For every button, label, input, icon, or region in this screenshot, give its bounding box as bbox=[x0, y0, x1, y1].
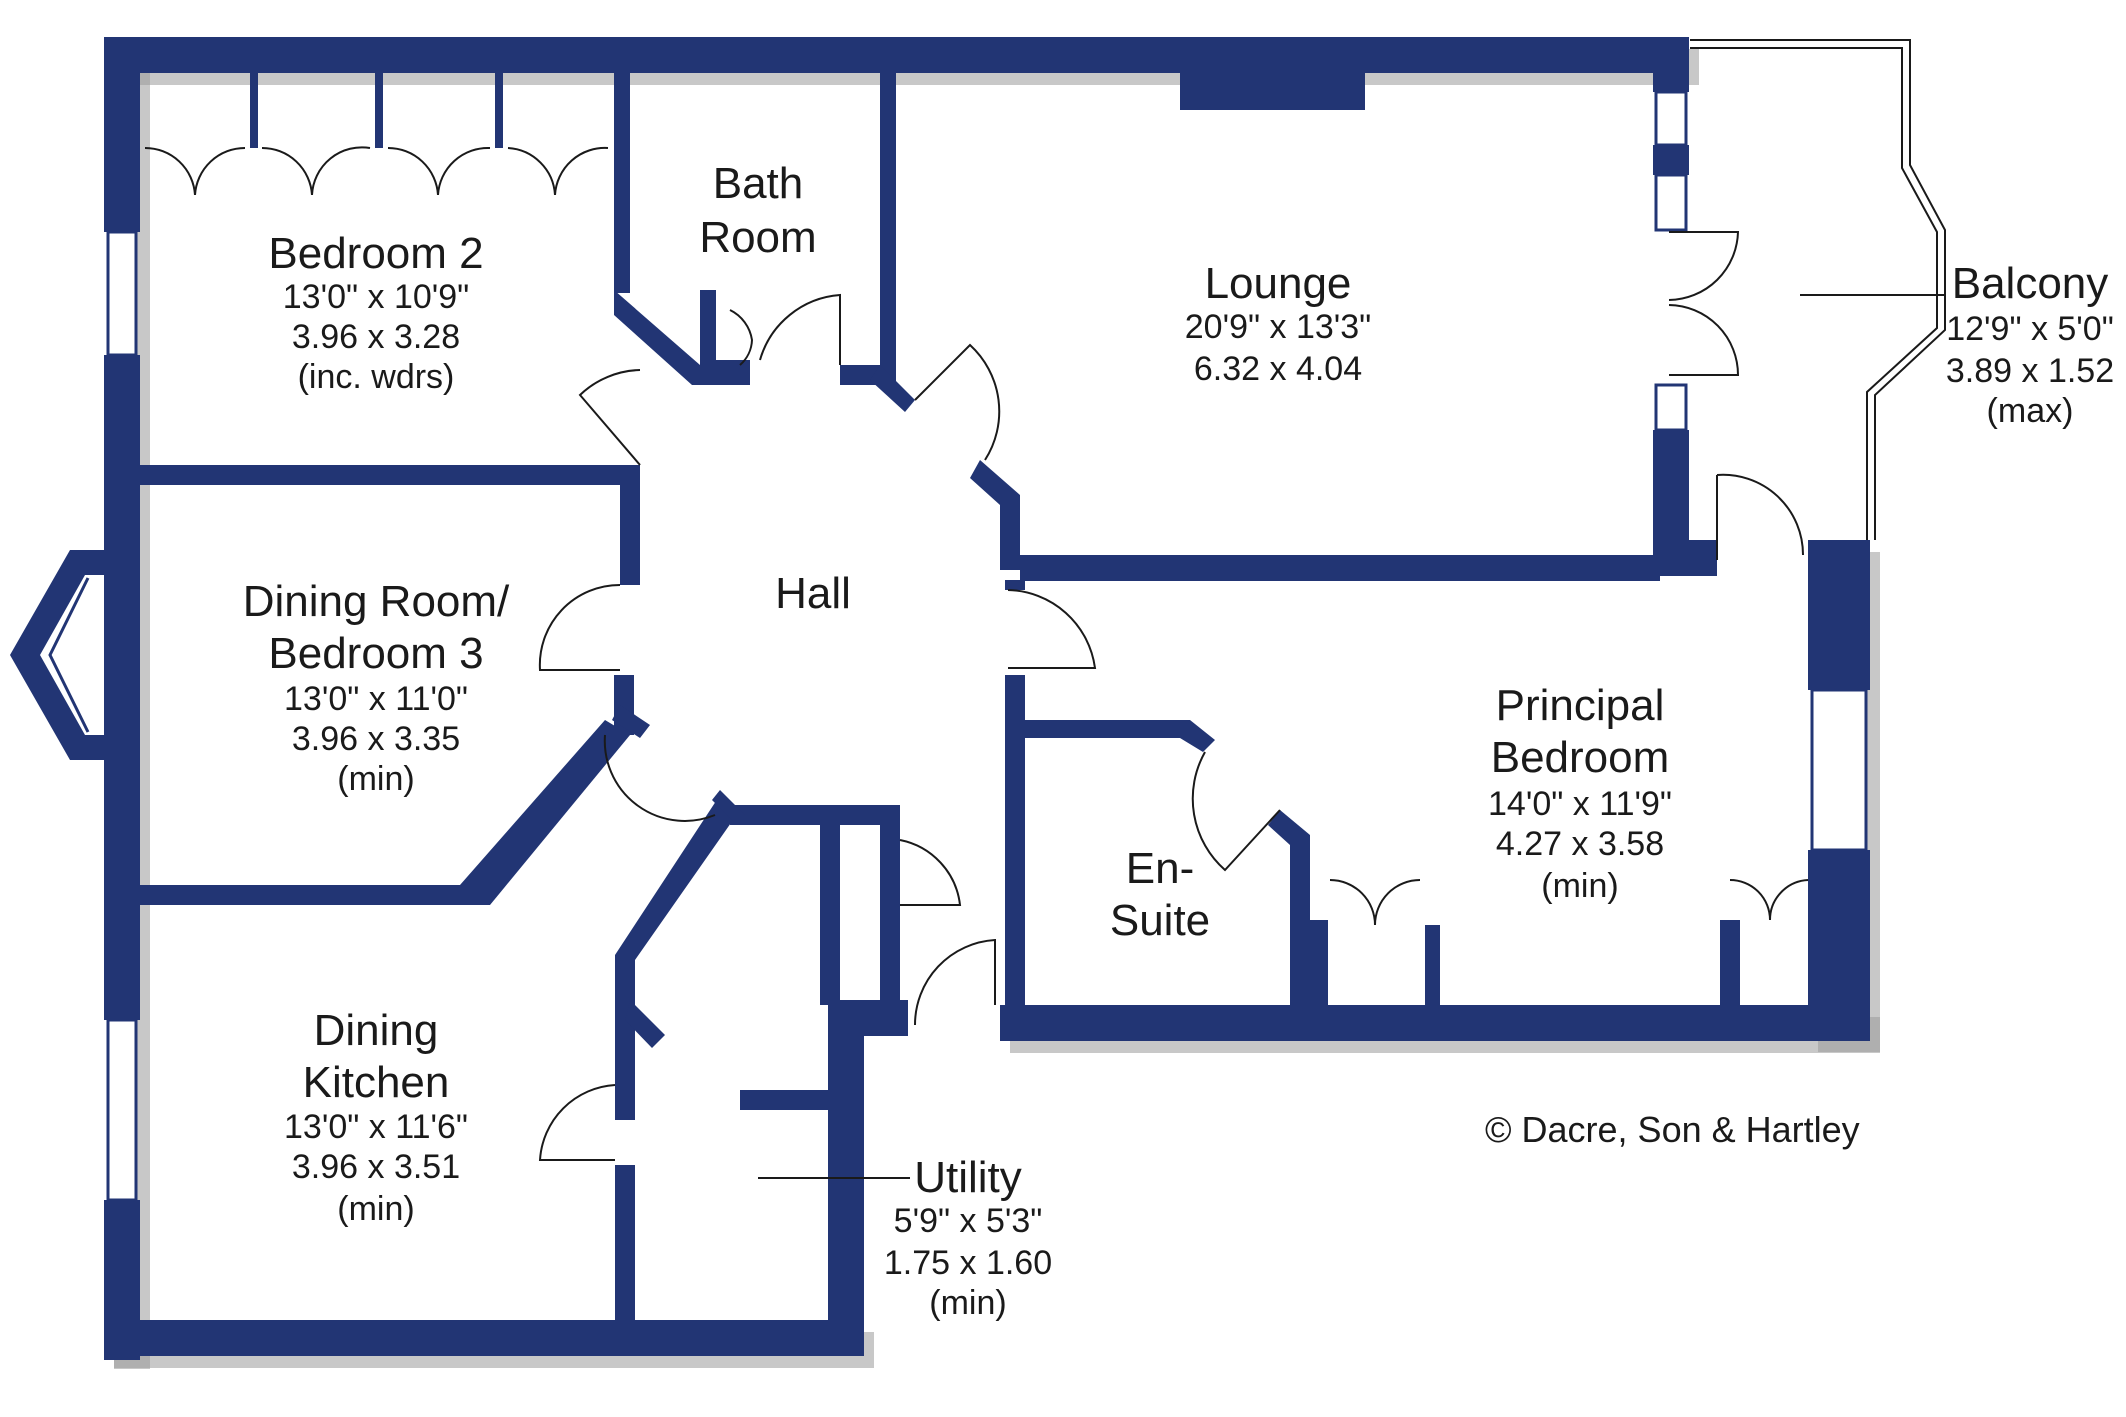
room-name-line2: Bedroom 3 bbox=[268, 629, 483, 678]
room-imperial: 12'9" x 5'0" bbox=[1946, 310, 2114, 348]
room-name-line1: Dining Room/ bbox=[243, 577, 510, 626]
room-name-line1: Principal bbox=[1496, 681, 1665, 730]
walls bbox=[10, 37, 1870, 1360]
room-note: (min) bbox=[929, 1284, 1006, 1322]
room-name-line1: Dining bbox=[314, 1006, 439, 1055]
room-balcony: Balcony 12'9" x 5'0" 3.89 x 1.52 (max) bbox=[1946, 259, 2114, 430]
room-imperial: 5'9" x 5'3" bbox=[894, 1202, 1043, 1240]
room-note: (max) bbox=[1987, 392, 2074, 430]
room-name-line2: Bedroom bbox=[1491, 733, 1670, 782]
room-imperial: 13'0" x 11'6" bbox=[284, 1108, 468, 1146]
room-name: Hall bbox=[775, 569, 851, 618]
room-metric: 1.75 x 1.60 bbox=[884, 1244, 1052, 1282]
room-ensuite: En- Suite bbox=[1110, 844, 1210, 945]
room-note: (min) bbox=[337, 760, 414, 798]
room-name: Lounge bbox=[1205, 259, 1352, 308]
door-swings bbox=[144, 146, 1809, 1161]
room-note: (inc. wdrs) bbox=[298, 358, 455, 396]
wardrobe-posts bbox=[250, 73, 622, 148]
room-note: (min) bbox=[337, 1190, 414, 1228]
room-hall: Hall bbox=[775, 569, 851, 618]
room-utility: Utility 5'9" x 5'3" 1.75 x 1.60 (min) bbox=[884, 1153, 1052, 1322]
room-metric: 6.32 x 4.04 bbox=[1194, 350, 1362, 388]
room-bedroom-2: Bedroom 2 13'0" x 10'9" 3.96 x 3.28 (inc… bbox=[268, 229, 483, 396]
copyright-notice: © Dacre, Son & Hartley bbox=[1485, 1109, 1860, 1150]
room-metric: 4.27 x 3.58 bbox=[1496, 825, 1664, 863]
room-bathroom: Bath Room bbox=[699, 159, 816, 262]
room-note: (min) bbox=[1541, 867, 1618, 905]
room-dining-kitchen: Dining Kitchen 13'0" x 11'6" 3.96 x 3.51… bbox=[284, 1006, 468, 1228]
room-name-line1: En- bbox=[1126, 844, 1194, 893]
room-dining-room: Dining Room/ Bedroom 3 13'0" x 11'0" 3.9… bbox=[243, 577, 510, 798]
room-name-line1: Bath bbox=[713, 159, 804, 208]
room-name-line2: Room bbox=[699, 213, 816, 262]
room-name-line2: Suite bbox=[1110, 896, 1210, 945]
room-imperial: 13'0" x 11'0" bbox=[284, 680, 468, 718]
room-name: Utility bbox=[914, 1153, 1022, 1202]
room-lounge: Lounge 20'9" x 13'3" 6.32 x 4.04 bbox=[1185, 259, 1371, 388]
balcony-outline bbox=[1690, 39, 1946, 540]
room-metric: 3.89 x 1.52 bbox=[1946, 352, 2114, 390]
room-imperial: 20'9" x 13'3" bbox=[1185, 308, 1371, 346]
room-metric: 3.96 x 3.28 bbox=[292, 318, 460, 356]
room-name-line2: Kitchen bbox=[303, 1058, 450, 1107]
room-principal-bedroom: Principal Bedroom 14'0" x 11'9" 4.27 x 3… bbox=[1488, 681, 1672, 905]
room-imperial: 13'0" x 10'9" bbox=[283, 278, 469, 316]
room-name: Balcony bbox=[1952, 259, 2109, 308]
room-imperial: 14'0" x 11'9" bbox=[1488, 785, 1672, 823]
room-metric: 3.96 x 3.35 bbox=[292, 720, 460, 758]
room-metric: 3.96 x 3.51 bbox=[292, 1148, 460, 1186]
windows bbox=[48, 90, 1868, 1202]
room-name: Bedroom 2 bbox=[268, 229, 483, 278]
